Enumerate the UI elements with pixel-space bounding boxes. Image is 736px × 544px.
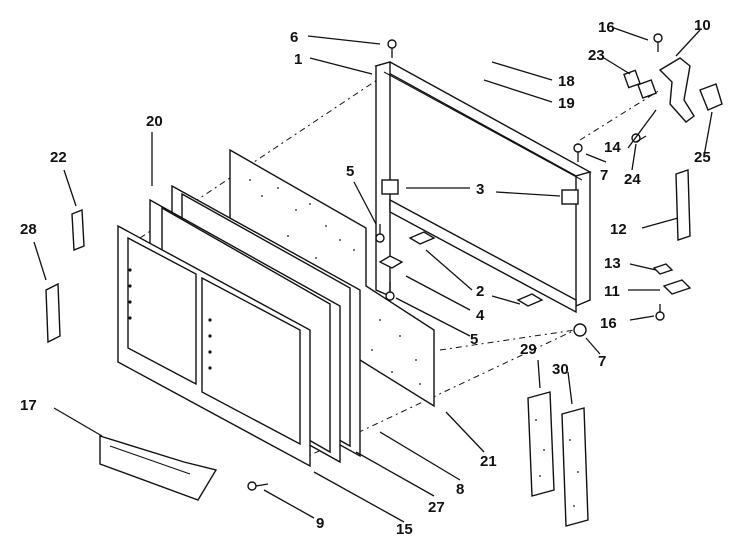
- callout-20: 20: [146, 113, 163, 130]
- callout-8: 8: [456, 481, 464, 498]
- callout-7-bottom: 7: [598, 353, 606, 370]
- callout-2: 2: [476, 283, 484, 300]
- callout-7-top: 7: [600, 167, 608, 184]
- callout-28: 28: [20, 221, 37, 238]
- callout-5-top: 5: [346, 163, 354, 180]
- callout-23: 23: [588, 47, 605, 64]
- hinge-rod: [675, 169, 691, 241]
- lower-hinge-parts: [652, 263, 692, 295]
- callout-12: 12: [610, 221, 627, 238]
- callout-27: 27: [428, 499, 445, 516]
- callout-25: 25: [694, 149, 711, 166]
- foam-blocks: [527, 391, 589, 527]
- callout-15: 15: [396, 521, 413, 538]
- callout-29: 29: [520, 341, 537, 358]
- callout-9: 9: [316, 515, 324, 532]
- callout-16-bottom: 16: [600, 315, 617, 332]
- handle-clips: [45, 208, 85, 344]
- leader-lines: [33, 27, 713, 523]
- callout-30: 30: [552, 361, 569, 378]
- outer-door: [117, 224, 311, 468]
- callout-3: 3: [476, 181, 484, 198]
- hinge-bracket: [623, 57, 723, 123]
- callout-18: 18: [558, 73, 575, 90]
- callout-6-top: 6: [290, 29, 298, 46]
- callout-16-top: 16: [598, 19, 615, 36]
- callout-17: 17: [20, 397, 37, 414]
- screws: [247, 33, 665, 491]
- callout-13: 13: [604, 255, 621, 272]
- callout-10: 10: [694, 17, 711, 34]
- callout-22: 22: [50, 149, 67, 166]
- callout-24: 24: [624, 171, 641, 188]
- callout-labels: 6 1 18 19 16 10 23 14 24 25 7 20 22 5 3 …: [20, 17, 711, 538]
- callout-19: 19: [558, 95, 575, 112]
- callout-1: 1: [294, 51, 302, 68]
- door-bin: [99, 435, 218, 501]
- callout-5-bottom: 5: [470, 331, 478, 348]
- callout-21: 21: [480, 453, 497, 470]
- callout-4: 4: [476, 307, 485, 324]
- callout-14: 14: [604, 139, 621, 156]
- callout-11: 11: [604, 283, 620, 300]
